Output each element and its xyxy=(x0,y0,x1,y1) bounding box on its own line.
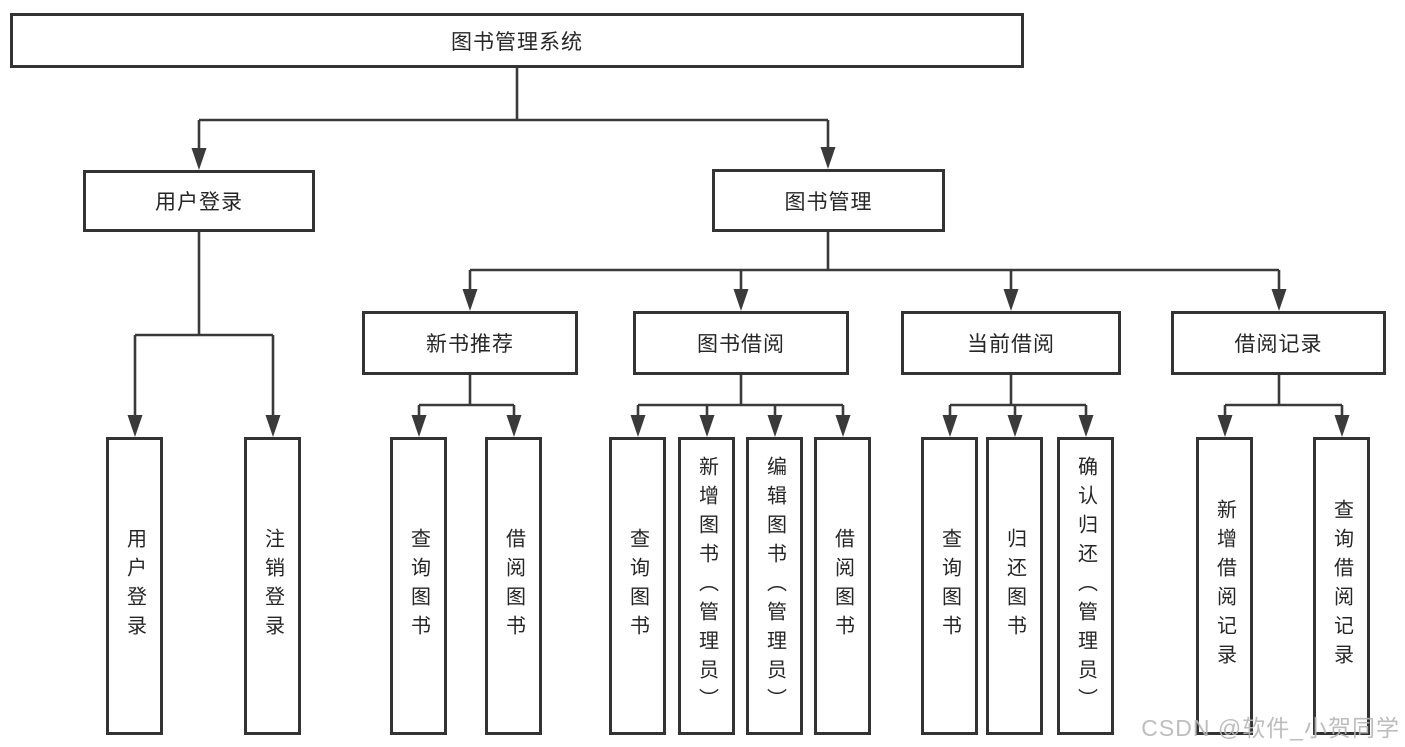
leaf-add-books-admin: 新增图书（管理员） xyxy=(678,437,735,735)
node-new-book-rec: 新书推荐 xyxy=(362,311,578,375)
connector-book-borrow-to-leaves xyxy=(630,375,851,437)
node-label: 新书推荐 xyxy=(426,333,514,356)
node-label: 查询图书 xyxy=(938,528,961,644)
csdn-watermark: CSDN @软件_小贺同学 xyxy=(1141,715,1400,741)
node-label: 归还图书 xyxy=(1003,528,1026,644)
leaf-return-books: 归还图书 xyxy=(986,437,1043,735)
leaf-edit-books-admin: 编辑图书（管理员） xyxy=(746,437,803,735)
leaf-query-books-current: 查询图书 xyxy=(921,437,978,735)
node-label: 查询图书 xyxy=(407,528,430,644)
leaf-query-books-rec: 查询图书 xyxy=(390,437,447,735)
connector-current-borrow-to-leaves xyxy=(942,375,1094,437)
node-book-borrow: 图书借阅 xyxy=(633,311,849,375)
leaf-borrow-books-rec: 借阅图书 xyxy=(485,437,542,735)
node-label: 新增图书（管理员） xyxy=(695,455,718,717)
node-label: 新增借阅记录 xyxy=(1213,499,1236,673)
node-label: 借阅记录 xyxy=(1234,333,1323,356)
node-label: 图书管理系统 xyxy=(451,30,583,54)
leaf-confirm-return-admin: 确认归还（管理员） xyxy=(1057,437,1114,735)
node-label: 图书借阅 xyxy=(697,333,785,356)
leaf-borrow-books: 借阅图书 xyxy=(814,437,871,735)
node-label: 确认归还（管理员） xyxy=(1074,455,1097,717)
node-label: 当前借阅 xyxy=(967,333,1055,356)
connector-user-login-to-leaves xyxy=(127,232,281,437)
connector-new-book-rec-to-leaves xyxy=(411,375,522,437)
node-user-login: 用户登录 xyxy=(83,170,315,232)
node-label: 借阅图书 xyxy=(831,528,854,644)
node-label: 查询借阅记录 xyxy=(1330,499,1353,673)
connector-root-to-level2 xyxy=(191,68,836,170)
leaf-query-books-borrow: 查询图书 xyxy=(609,437,666,735)
leaf-user-login: 用户登录 xyxy=(106,437,163,735)
node-label: 用户登录 xyxy=(123,528,146,644)
node-label: 借阅图书 xyxy=(502,528,525,644)
connector-book-mgmt-to-level3 xyxy=(462,232,1287,311)
node-label: 图书管理 xyxy=(784,190,873,214)
leaf-add-borrow-record: 新增借阅记录 xyxy=(1196,437,1253,735)
node-root: 图书管理系统 xyxy=(10,13,1024,68)
node-label: 查询图书 xyxy=(626,528,649,644)
node-label: 用户登录 xyxy=(155,191,243,214)
node-book-mgmt: 图书管理 xyxy=(712,169,945,232)
leaf-logout: 注销登录 xyxy=(244,437,301,735)
connector-borrow-records-to-leaves xyxy=(1217,375,1350,437)
node-current-borrow: 当前借阅 xyxy=(901,311,1121,375)
node-label: 编辑图书（管理员） xyxy=(763,455,786,717)
leaf-query-borrow-record: 查询借阅记录 xyxy=(1313,437,1370,735)
node-label: 注销登录 xyxy=(261,528,284,644)
node-borrow-records: 借阅记录 xyxy=(1171,311,1386,375)
